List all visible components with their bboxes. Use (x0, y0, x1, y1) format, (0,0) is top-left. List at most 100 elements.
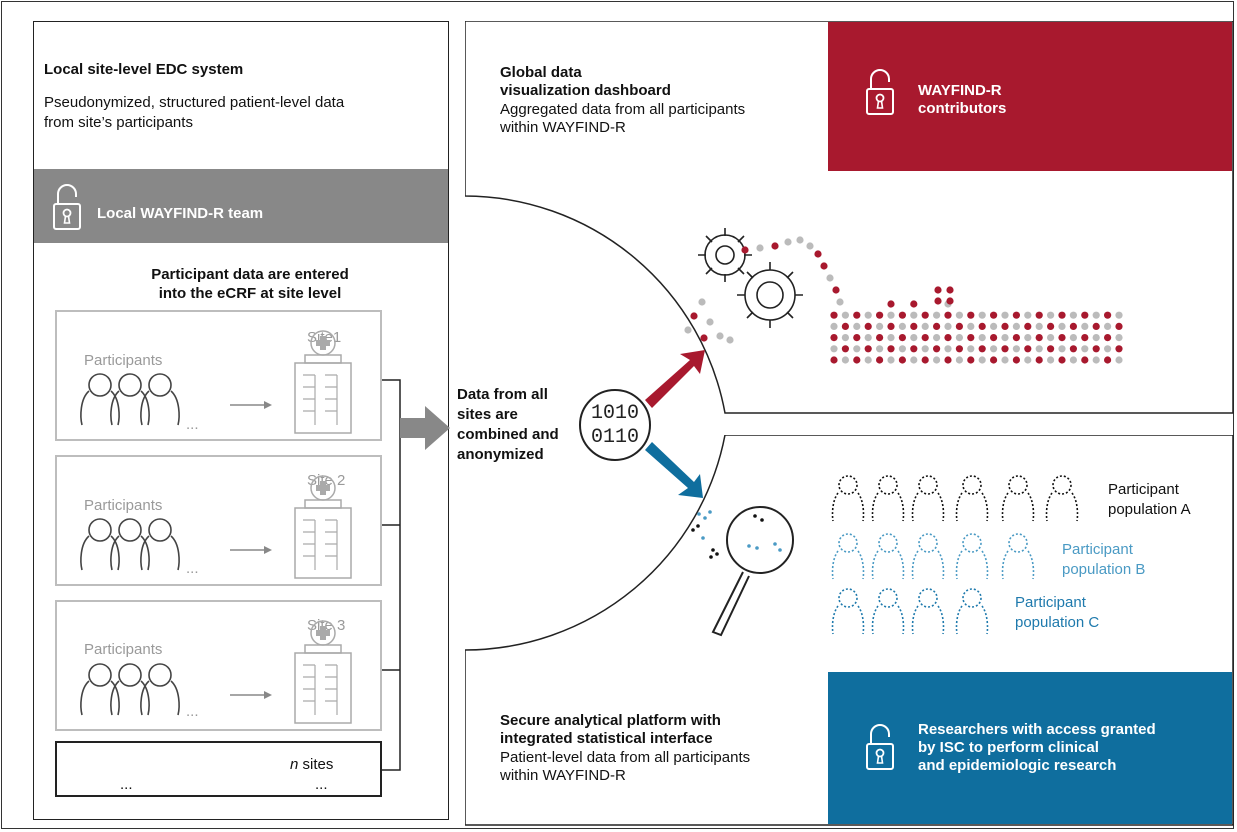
data-dot (887, 300, 895, 308)
hospital-icon (294, 475, 352, 579)
data-dot (1081, 311, 1089, 319)
data-dot (1069, 322, 1077, 330)
contributors-box (828, 22, 1232, 171)
data-dot (796, 236, 804, 244)
hospital-icon (294, 620, 352, 724)
data-dot (1092, 311, 1100, 319)
data-dot (698, 298, 706, 306)
data-dot (955, 311, 963, 319)
center-caption-2: sites are (457, 406, 518, 423)
person-outline-icon (1001, 533, 1035, 580)
data-dot (933, 356, 941, 364)
person-outline-icon (955, 475, 989, 522)
data-dot (887, 356, 895, 364)
data-dot (955, 322, 963, 330)
data-dot (978, 356, 986, 364)
dashboard-title-2: visualization dashboard (500, 82, 671, 99)
data-dot (1058, 322, 1066, 330)
data-dot (853, 322, 861, 330)
data-dot (990, 334, 998, 342)
data-dot (1047, 334, 1055, 342)
data-dot (990, 322, 998, 330)
arrow-right-icon (229, 545, 273, 555)
researchers-label-3: and epidemiologic research (918, 757, 1117, 774)
data-dot (887, 345, 895, 353)
data-dot (1058, 311, 1066, 319)
padlock-icon (866, 69, 894, 115)
local-edc-panel (33, 21, 449, 820)
site-box-2 (55, 455, 382, 586)
data-dot (967, 356, 975, 364)
n-sites-label: n sites (290, 756, 334, 773)
data-dot (1001, 311, 1009, 319)
population-c-label-1: Participant (1015, 594, 1086, 611)
population-b-label-1: Participant (1062, 541, 1133, 558)
data-dot (1012, 322, 1020, 330)
data-dot (1069, 334, 1077, 342)
data-dot (716, 332, 724, 340)
data-dot (1058, 356, 1066, 364)
data-dot (1012, 356, 1020, 364)
data-dot (1104, 311, 1112, 319)
data-dot (830, 322, 838, 330)
platform-title-2: integrated statistical interface (500, 730, 713, 747)
data-dot (706, 318, 714, 326)
data-dot (1081, 356, 1089, 364)
magnifier-icon (691, 506, 794, 637)
data-dot (814, 250, 822, 258)
data-dot (1092, 356, 1100, 364)
dashboard-desc-2: within WAYFIND-R (500, 119, 626, 136)
data-dot (741, 246, 749, 254)
data-dot (841, 311, 849, 319)
participants-ellipsis-3: ... (186, 703, 199, 720)
data-dot (921, 345, 929, 353)
data-dot (1001, 322, 1009, 330)
data-dot (826, 274, 834, 282)
data-dot (1115, 311, 1123, 319)
data-dot (1024, 334, 1032, 342)
data-dot (887, 322, 895, 330)
data-dot (1047, 345, 1055, 353)
participants-ellipsis-1: ... (186, 416, 199, 433)
data-dot (841, 345, 849, 353)
bottom-panel-shape (465, 435, 1234, 826)
local-edc-subtitle-1: Pseudonymized, structured patient-level … (44, 94, 345, 111)
data-dot (944, 334, 952, 342)
data-dot (1047, 322, 1055, 330)
data-dot (934, 286, 942, 294)
person-outline-icon (831, 475, 865, 522)
center-caption-1: Data from all (457, 386, 548, 403)
data-dot (864, 311, 872, 319)
data-dot (1081, 345, 1089, 353)
data-dot (921, 311, 929, 319)
contributors-label-1: WAYFIND-R (918, 82, 1002, 99)
center-caption-4: anonymized (457, 446, 544, 463)
data-dot (933, 311, 941, 319)
data-dot (934, 297, 942, 305)
data-dot (784, 238, 792, 246)
data-dot (933, 322, 941, 330)
person-outline-icon (1045, 475, 1079, 522)
data-dot (1012, 311, 1020, 319)
researchers-label-2: by ISC to perform clinical (918, 739, 1099, 756)
data-dot (876, 322, 884, 330)
person-outline-icon (871, 533, 905, 580)
data-dot (830, 334, 838, 342)
population-c-label-2: population C (1015, 614, 1100, 631)
researchers-label-1: Researchers with access granted (918, 721, 1156, 738)
data-dot (1081, 322, 1089, 330)
data-dot (967, 345, 975, 353)
platform-desc-2: within WAYFIND-R (500, 767, 626, 784)
data-dot (864, 322, 872, 330)
binary-row-1: 1010 (591, 402, 639, 425)
person-outline-icon (1001, 475, 1035, 522)
data-dot (1058, 345, 1066, 353)
gear-icon (737, 262, 803, 328)
data-dot (1081, 334, 1089, 342)
person-outline-icon (955, 588, 989, 635)
arrow-up-right-icon (645, 350, 705, 408)
data-dot (1035, 356, 1043, 364)
data-dot (990, 345, 998, 353)
data-dot (1024, 345, 1032, 353)
data-dot (967, 322, 975, 330)
